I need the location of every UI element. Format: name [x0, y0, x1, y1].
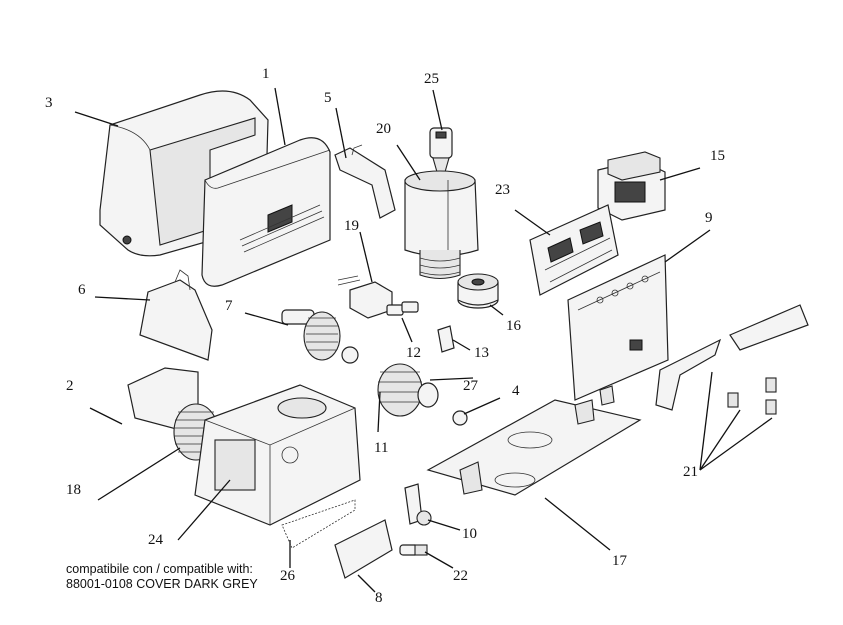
part-1-front-cover — [201, 137, 331, 287]
label-21: 21 — [683, 464, 698, 480]
compatibility-note-line-1: compatibile con / compatible with: — [66, 562, 253, 576]
label-9: 9 — [705, 210, 713, 226]
label-11: 11 — [374, 440, 388, 456]
part-26-gasket — [281, 499, 356, 549]
label-16: 16 — [506, 318, 522, 334]
label-4: 4 — [512, 383, 520, 399]
part-20-motor — [404, 170, 479, 280]
compatibility-note: compatibile con / compatible with: 88001… — [66, 562, 258, 592]
part-19-switch — [337, 275, 393, 319]
part-4-pin — [452, 410, 468, 426]
part-13-clip — [437, 325, 455, 353]
label-12: 12 — [406, 345, 421, 361]
label-26: 26 — [280, 568, 296, 584]
label-25: 25 — [424, 71, 439, 87]
part-number-labels: 1 2 3 4 5 6 7 8 9 10 11 12 13 15 16 17 1… — [45, 66, 725, 606]
part-15-transformer — [597, 151, 666, 221]
part-17-base-plate — [426, 399, 642, 496]
compatibility-note-line-2: 88001-0108 COVER DARK GREY — [66, 577, 258, 591]
part-7-shaft-gear — [281, 309, 359, 364]
label-13: 13 — [474, 345, 489, 361]
part-22-key — [399, 544, 428, 556]
label-7: 7 — [225, 298, 233, 314]
part-8-door — [334, 519, 393, 579]
label-5: 5 — [324, 90, 332, 106]
part-12-clips — [386, 301, 419, 316]
part-9-plate — [567, 254, 669, 406]
part-5-bracket — [334, 144, 396, 219]
part-23-control-board — [529, 204, 619, 296]
label-27: 27 — [463, 378, 479, 394]
leader-lines — [74, 87, 773, 593]
part-16-spool — [457, 273, 499, 309]
label-18: 18 — [66, 482, 81, 498]
label-23: 23 — [495, 182, 510, 198]
label-2: 2 — [66, 378, 74, 394]
label-22: 22 — [453, 568, 468, 584]
label-19: 19 — [344, 218, 359, 234]
label-8: 8 — [375, 590, 383, 606]
label-17: 17 — [612, 553, 628, 569]
label-24: 24 — [148, 532, 164, 548]
part-21-brackets — [655, 304, 809, 415]
label-20: 20 — [376, 121, 391, 137]
part-25-connector — [429, 127, 453, 173]
label-6: 6 — [78, 282, 86, 298]
label-3: 3 — [45, 95, 53, 111]
label-15: 15 — [710, 148, 725, 164]
label-1: 1 — [262, 66, 270, 82]
part-27-gear — [377, 363, 439, 417]
part-10-latch — [404, 483, 432, 526]
part-24-housing — [194, 384, 361, 526]
label-10: 10 — [462, 526, 477, 542]
part-6-block — [139, 269, 213, 361]
